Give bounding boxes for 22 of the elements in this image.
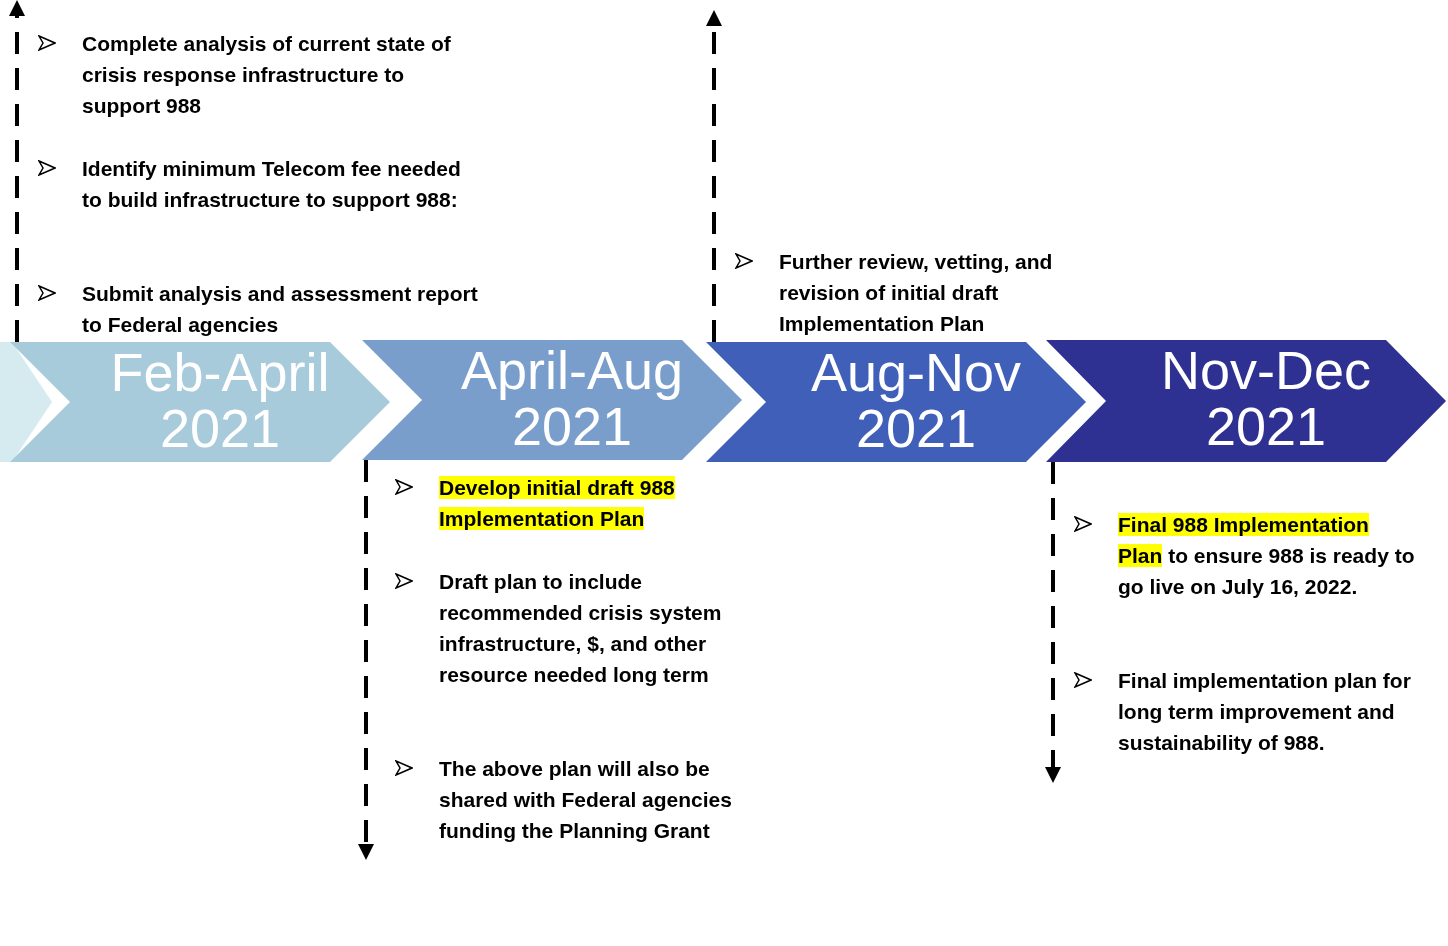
- period-label: Aug-Nov 2021: [809, 344, 1023, 456]
- bullet-text: Submit analysis and assessment report to Federal agencies: [82, 281, 479, 338]
- dashed-arrow: [1045, 462, 1061, 783]
- chevron-shape: [1046, 340, 1446, 462]
- chevron-shape: [706, 342, 1086, 462]
- period-label: April-Aug 2021: [459, 342, 685, 454]
- dashed-arrow: [706, 10, 722, 342]
- bullet-text: Final 988 Implementation Plan to ensure 988 is ready to go live on July 16, 2022.: [1118, 512, 1416, 600]
- bullet-text: Develop initial draft 988 Implementation Plan: [439, 475, 676, 532]
- bullet-text: Identify minimum Telecom fee needed to build infrastructure to support 988:: [82, 156, 462, 213]
- bullet-text: The above plan will also be shared with Federal agencies funding the Planning Grant: [439, 756, 733, 844]
- chevron-shape: [362, 340, 742, 460]
- chevron-shape: [0, 342, 52, 462]
- period-label: Nov-Dec 2021: [1159, 342, 1372, 454]
- bullet-text: Complete analysis of current state of crisis response infrastructure to support 988: [82, 31, 452, 119]
- dashed-arrow: [358, 460, 374, 860]
- period-label: Feb-April 2021: [109, 344, 331, 456]
- bullet-text: Further review, vetting, and revision of initial draft Implementation Plan: [779, 249, 1054, 337]
- bullet-text: Draft plan to include recommended crisis system infrastructure, $, and other resource needed long term: [439, 569, 723, 688]
- bullet-text: Final implementation plan for long term improvement and sustainability of 988.: [1118, 668, 1412, 756]
- dashed-arrow: [9, 0, 25, 342]
- chevron-shape: [10, 342, 390, 462]
